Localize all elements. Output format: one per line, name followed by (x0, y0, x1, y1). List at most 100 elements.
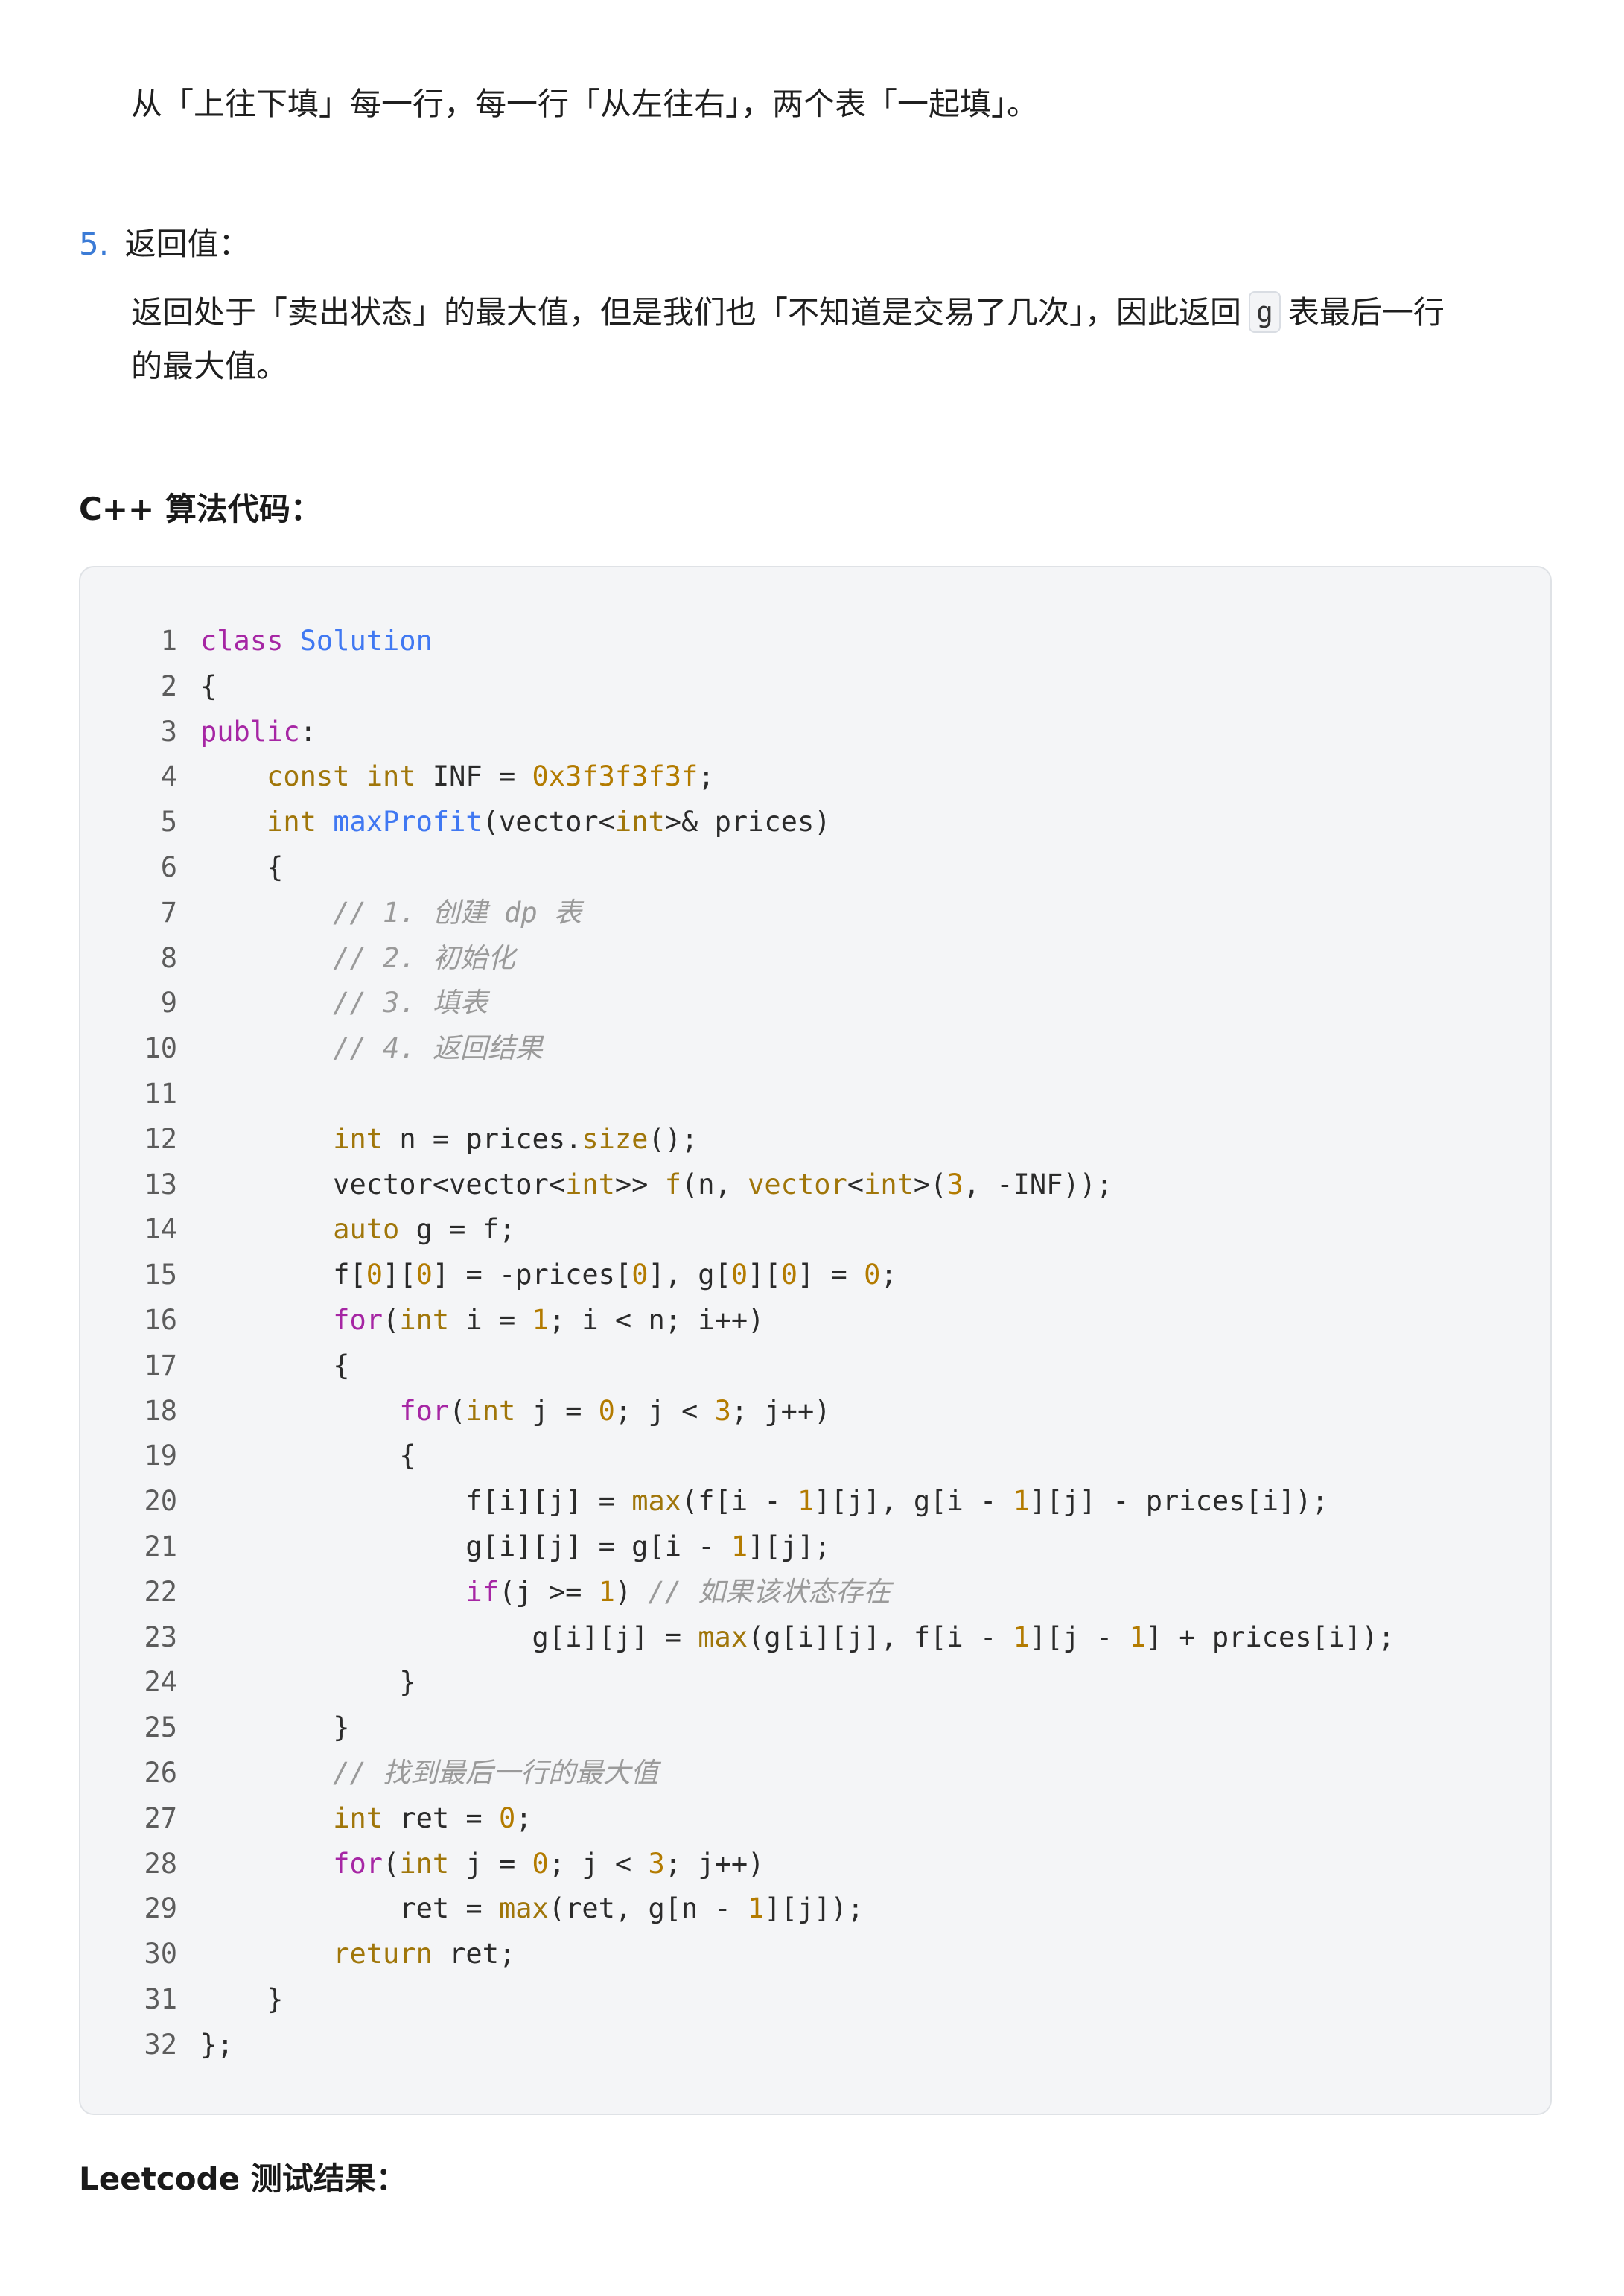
code-text: { (200, 1343, 349, 1389)
code-line: 29 ret = max(ret, g[n - 1][j]); (80, 1886, 1550, 1932)
code-token: ; j++) (664, 1847, 765, 1880)
code-line: 23 g[i][j] = max(g[i][j], f[i - 1][j - 1… (80, 1615, 1550, 1661)
line-number: 20 (144, 1485, 177, 1518)
line-number: 7 (160, 896, 177, 929)
code-token: if (465, 1575, 499, 1608)
code-token: (ret, g[n - (548, 1892, 748, 1925)
code-token: } (200, 1666, 416, 1699)
code-line: 7 // 1. 创建 dp 表 (80, 891, 1550, 936)
code-token: public (200, 715, 300, 748)
code-token (200, 897, 333, 929)
code-token (200, 1757, 333, 1789)
code-token: class (200, 625, 300, 657)
line-number: 11 (144, 1077, 177, 1110)
cpp-code-heading: C++ 算法代码： (79, 491, 322, 527)
code-token (200, 1304, 333, 1336)
inline-code-g: g (1249, 291, 1281, 333)
code-text: } (200, 1977, 283, 2023)
code-token: // 4. 返回结果 (333, 1032, 543, 1065)
code-token: 3 (648, 1847, 665, 1880)
code-token: size (582, 1122, 649, 1155)
line-number: 6 (160, 850, 177, 883)
code-token: int (333, 1801, 383, 1834)
code-token: vector<vector< (200, 1168, 566, 1201)
code-text: // 找到最后一行的最大值 (200, 1751, 658, 1796)
code-line: 32}; (80, 2023, 1550, 2068)
code-token: g[i][j] = g[i - (200, 1530, 731, 1562)
line-number: 15 (144, 1259, 177, 1291)
code-line: 9 // 3. 填表 (80, 981, 1550, 1026)
code-token: ; i < n; i++) (548, 1303, 765, 1336)
code-token: ( (383, 1303, 400, 1336)
code-token: int (614, 806, 665, 839)
code-token: f[i][j] = (200, 1485, 632, 1518)
code-text: // 3. 填表 (200, 981, 488, 1026)
code-token (200, 1848, 333, 1880)
line-number: 31 (144, 1982, 177, 2015)
code-token: for (333, 1303, 383, 1336)
code-line: 18 for(int j = 0; j < 3; j++) (80, 1389, 1550, 1434)
code-token: ] + prices[i]); (1145, 1621, 1395, 1653)
code-token: int (267, 806, 316, 839)
code-token: // 找到最后一行的最大值 (333, 1756, 659, 1789)
step-5-heading: 5. 返回值： (79, 217, 249, 271)
code-token: 1 (730, 1530, 748, 1562)
code-token: 0 (780, 1259, 797, 1291)
line-number: 10 (144, 1032, 177, 1065)
line-number: 14 (144, 1213, 177, 1246)
code-line: 10 // 4. 返回结果 (80, 1026, 1550, 1072)
code-token: 0 (366, 1259, 383, 1291)
return-desc-line-2: 的最大值。 (131, 340, 287, 393)
code-token: for (399, 1394, 450, 1427)
code-token: 0 (532, 1847, 549, 1880)
code-line: 30 return ret; (80, 1932, 1550, 1977)
code-token: (vector< (482, 806, 615, 839)
fill-order-text: 从「上往下填」每一行，每一行「从左往右」，两个表「一起填」。 (131, 77, 1038, 131)
code-token (316, 806, 333, 838)
code-text: class Solution (200, 619, 433, 664)
code-text: const int INF = 0x3f3f3f3f; (200, 754, 714, 800)
code-token: (n, (681, 1168, 748, 1201)
code-token: i = (449, 1303, 532, 1336)
code-text: int maxProfit(vector<int>& prices) (200, 800, 830, 845)
line-number: 5 (160, 806, 177, 839)
code-token: 0 (598, 1394, 615, 1427)
code-token: (g[i][j], f[i - (748, 1621, 1013, 1653)
line-number: 9 (160, 987, 177, 1020)
code-token: >( (913, 1168, 947, 1201)
code-line: 31 } (80, 1977, 1550, 2023)
return-desc-part-1: 返回处于「卖出状态」的最大值，但是我们也「不知道是交易了几次」，因此返回 (131, 294, 1242, 331)
return-desc-line-2-text: 的最大值。 (131, 348, 288, 384)
code-token (200, 1576, 465, 1608)
code-line: 28 for(int j = 0; j < 3; j++) (80, 1842, 1550, 1887)
code-token: ( (383, 1847, 400, 1880)
code-token: int (864, 1168, 914, 1201)
code-token: g[i][j] = (200, 1621, 698, 1653)
line-number: 13 (144, 1168, 177, 1201)
code-line: 27 int ret = 0; (80, 1796, 1550, 1842)
code-token: 1 (1129, 1621, 1146, 1653)
code-token: int (399, 1847, 450, 1880)
code-token: { (200, 850, 284, 883)
code-token (200, 806, 267, 838)
code-token: f (664, 1168, 682, 1201)
code-token: max (698, 1621, 748, 1653)
code-text: g[i][j] = g[i - 1][j]; (200, 1524, 830, 1570)
code-token: 0 (730, 1259, 748, 1291)
code-token: for (333, 1847, 383, 1880)
code-line: 14 auto g = f; (80, 1207, 1550, 1253)
code-token (200, 760, 267, 792)
code-text: return ret; (200, 1932, 515, 1977)
code-token: { (200, 1349, 350, 1381)
code-token: ; j++) (730, 1394, 831, 1427)
fill-order-sentence: 从「上往下填」每一行，每一行「从左往右」，两个表「一起填」。 (131, 86, 1039, 122)
line-number: 23 (144, 1621, 177, 1653)
code-token: ] = (797, 1259, 864, 1291)
line-number: 25 (144, 1711, 177, 1744)
code-text: for(int j = 0; j < 3; j++) (200, 1842, 764, 1887)
line-number: 24 (144, 1666, 177, 1699)
code-token: max (498, 1892, 549, 1925)
line-number: 8 (160, 941, 177, 974)
